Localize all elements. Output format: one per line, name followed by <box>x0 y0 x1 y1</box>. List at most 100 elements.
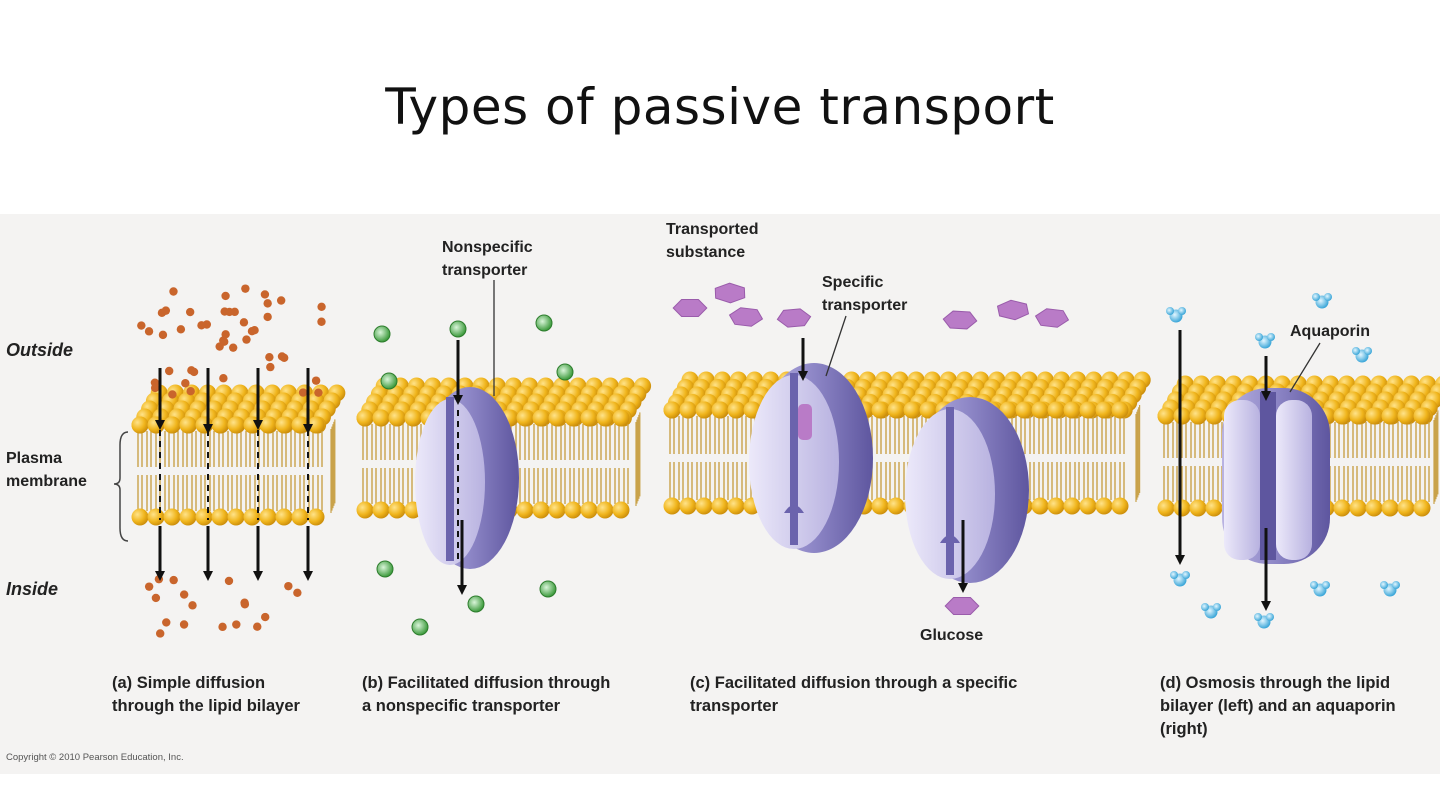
lipid-head <box>147 508 165 526</box>
glucose-molecule <box>1034 308 1070 328</box>
lipid-head <box>1205 407 1223 425</box>
lipid-head <box>1095 401 1113 419</box>
small-molecule <box>240 600 250 609</box>
green-molecule <box>539 580 557 598</box>
small-molecule <box>263 299 272 308</box>
lipid-head <box>1031 497 1049 515</box>
lipid-head <box>532 501 550 519</box>
lipid-head <box>211 508 229 526</box>
caption-a-2: through the lipid bilayer <box>112 697 301 715</box>
lipid-head <box>1397 407 1415 425</box>
lipid-head <box>564 501 582 519</box>
lipid-head <box>1349 407 1367 425</box>
small-molecule <box>284 581 293 591</box>
small-molecule <box>179 620 189 629</box>
small-molecule <box>181 379 190 388</box>
caption-a-1: (a) Simple diffusion <box>112 674 265 692</box>
small-molecule <box>221 291 230 301</box>
lipid-head <box>1413 499 1431 517</box>
small-molecule <box>298 388 308 397</box>
small-molecule <box>265 352 274 362</box>
lipid-head <box>195 416 213 434</box>
glucose-molecule <box>996 299 1030 321</box>
caption-b-2: a nonspecific transporter <box>362 697 561 715</box>
small-molecule <box>261 612 270 622</box>
lipid-head <box>1063 401 1081 419</box>
lipid-head <box>711 497 729 515</box>
water-molecule <box>1310 581 1330 597</box>
lipid-head <box>1079 401 1097 419</box>
lipid-head <box>1189 499 1207 517</box>
lipid-head <box>903 401 921 419</box>
water-molecule <box>1312 293 1332 309</box>
lipid-head <box>1063 497 1081 515</box>
lipid-head <box>1111 497 1129 515</box>
protein-layer <box>415 363 1330 583</box>
lipid-head <box>227 508 245 526</box>
lipid-head <box>1095 497 1113 515</box>
glucose-molecule <box>776 308 812 328</box>
lipid-head <box>356 501 374 519</box>
small-molecule <box>250 325 259 335</box>
green-molecule <box>380 372 398 390</box>
lipid-head <box>663 497 681 515</box>
small-molecule <box>161 306 171 315</box>
lipid-head <box>1413 407 1431 425</box>
label-transported-2: substance <box>666 244 745 261</box>
lipid-head <box>388 501 406 519</box>
small-molecule <box>266 362 275 372</box>
lipid-head <box>1157 407 1175 425</box>
glucose-molecule <box>672 299 708 317</box>
small-molecule <box>164 366 174 376</box>
small-molecule <box>317 302 326 312</box>
lipid-head <box>919 401 937 419</box>
protein-opening <box>784 505 804 513</box>
caption-c-2: transporter <box>690 697 779 715</box>
lipid-head <box>259 416 277 434</box>
small-molecule <box>188 601 197 610</box>
small-molecule <box>260 290 270 299</box>
lipid-head <box>1349 499 1367 517</box>
lipid-head <box>259 508 277 526</box>
water-molecule <box>1254 613 1274 629</box>
small-molecule <box>277 352 287 361</box>
lipid-head <box>307 508 325 526</box>
aquaporin-protein <box>1222 388 1330 564</box>
small-molecule <box>314 388 323 397</box>
lipid-head <box>1381 499 1399 517</box>
green-molecule <box>376 560 394 578</box>
lipid-head <box>727 497 745 515</box>
lipid-head <box>516 409 534 427</box>
lipid-head <box>243 508 261 526</box>
small-molecule <box>293 588 302 598</box>
lipid-head <box>1079 497 1097 515</box>
small-molecule <box>197 321 206 330</box>
caption-d-1: (d) Osmosis through the lipid <box>1160 674 1390 692</box>
water-molecule <box>1170 571 1190 587</box>
membrane-a <box>131 384 346 526</box>
lipid-head <box>727 401 745 419</box>
label-transported: Transported <box>666 221 758 238</box>
lipid-head <box>596 501 614 519</box>
slide-title: Types of passive transport <box>385 78 1055 136</box>
small-molecule <box>137 321 146 330</box>
lipid-head <box>372 409 390 427</box>
molecule-layer <box>137 282 1400 638</box>
lipid-head <box>227 416 245 434</box>
lipid-head <box>291 508 309 526</box>
lipid-head <box>1157 499 1175 517</box>
lipid-head <box>211 416 229 434</box>
lipid-head <box>1047 497 1065 515</box>
specific-transporter-closed <box>905 397 1029 583</box>
water-molecule <box>1166 307 1186 323</box>
lipid-head <box>663 401 681 419</box>
lipid-head <box>516 501 534 519</box>
lipid-head <box>1189 407 1207 425</box>
small-molecule <box>154 574 164 584</box>
small-molecule <box>144 327 154 336</box>
small-molecule <box>151 593 161 603</box>
lipid-head <box>532 409 550 427</box>
callout-line-specific <box>825 315 847 377</box>
lipid-head <box>596 409 614 427</box>
